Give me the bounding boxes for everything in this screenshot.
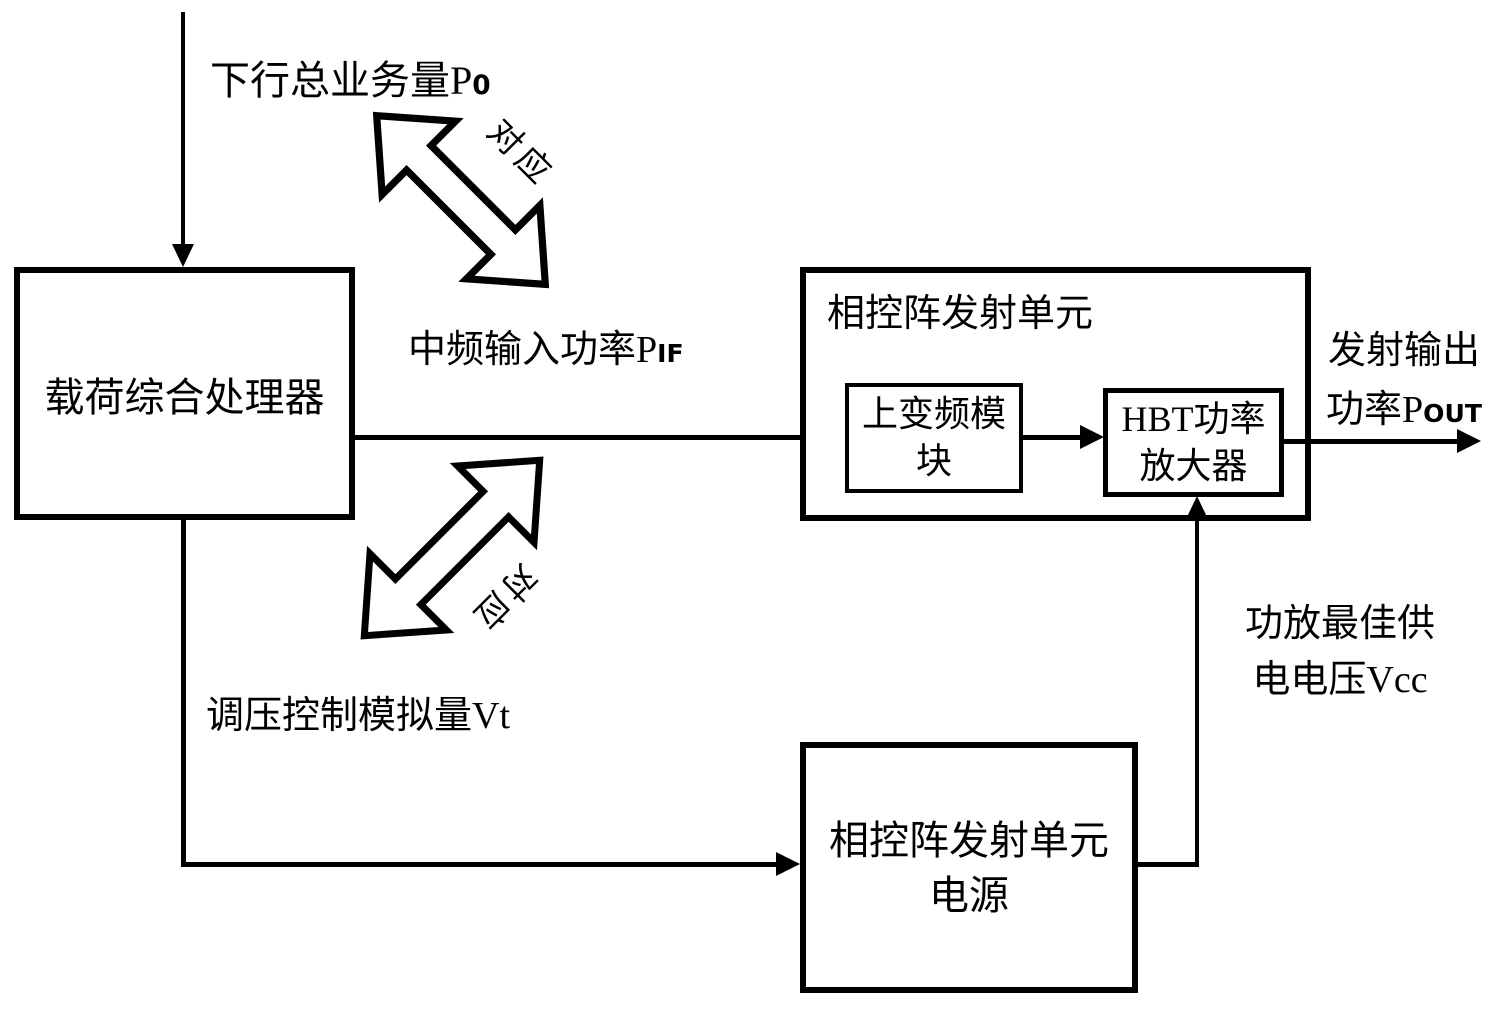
downlink-arrowhead-icon — [172, 244, 194, 267]
if-input-power-subscript: IF — [657, 339, 684, 368]
upconverter-to-hbt-arrowhead-icon — [1080, 425, 1104, 449]
downlink-traffic-text: 下行总业务量P — [210, 58, 473, 103]
tx-power-supply-line2: 电源 — [929, 872, 1009, 918]
tx-output-arrowhead-icon — [1457, 429, 1481, 453]
upconverter-label-line1: 上变频模 — [861, 394, 1006, 434]
vcc-vertical-line — [1195, 519, 1199, 867]
tx-output-power-subscript: OUT — [1423, 399, 1482, 428]
hbt-amplifier-label-line1: HBT功率 — [1121, 398, 1266, 439]
if-input-power-label: 中频输入功率PIF — [408, 318, 684, 373]
tx-output-power-line1: 发射输出 — [1327, 330, 1480, 372]
vt-arrowhead-icon — [776, 852, 800, 876]
double-arrow-top-icon — [372, 111, 550, 289]
if-input-power-text: 中频输入功率P — [408, 329, 658, 371]
vcc-arrowhead-icon — [1186, 496, 1208, 519]
vt-control-label: 调压控制模拟量Vt — [206, 695, 511, 737]
downlink-traffic-subscript: 0 — [472, 70, 491, 101]
vcc-label: 功放最佳供 电电压Vcc — [1212, 596, 1468, 708]
double-arrow-bottom-icon — [360, 456, 544, 640]
downlink-input-line — [181, 12, 185, 244]
if-signal-line — [353, 435, 823, 440]
hbt-amplifier-label-line2: 放大器 — [1139, 445, 1248, 486]
tx-output-power-line2: 功率POUT — [1316, 381, 1492, 443]
vcc-label-line1: 功放最佳供 — [1244, 603, 1435, 645]
phased-array-tx-unit-title: 相控阵发射单元 — [827, 293, 1094, 335]
vt-vertical-line — [181, 518, 186, 866]
vt-horizontal-line — [181, 862, 777, 867]
upconverter-box: 上变频模 块 — [845, 383, 1023, 493]
hbt-amplifier-box: HBT功率 放大器 — [1103, 388, 1284, 497]
tx-output-line — [1282, 439, 1458, 444]
upconverter-to-hbt-line — [1021, 435, 1081, 440]
upconverter-label-line2: 块 — [915, 441, 952, 481]
vcc-label-line2: 电电压Vcc — [1252, 659, 1428, 701]
tx-power-supply-line1: 相控阵发射单元 — [829, 817, 1109, 863]
payload-processor-label: 载荷综合处理器 — [44, 374, 325, 420]
tx-output-power-label: 发射输出 功率POUT — [1316, 322, 1492, 443]
vcc-horizontal-line — [1136, 862, 1199, 867]
payload-processor-box: 载荷综合处理器 — [14, 267, 355, 520]
tx-power-supply-box: 相控阵发射单元 电源 — [800, 742, 1138, 993]
downlink-traffic-label: 下行总业务量P0 — [210, 48, 491, 106]
tx-output-power-line2-text: 功率P — [1326, 389, 1424, 431]
